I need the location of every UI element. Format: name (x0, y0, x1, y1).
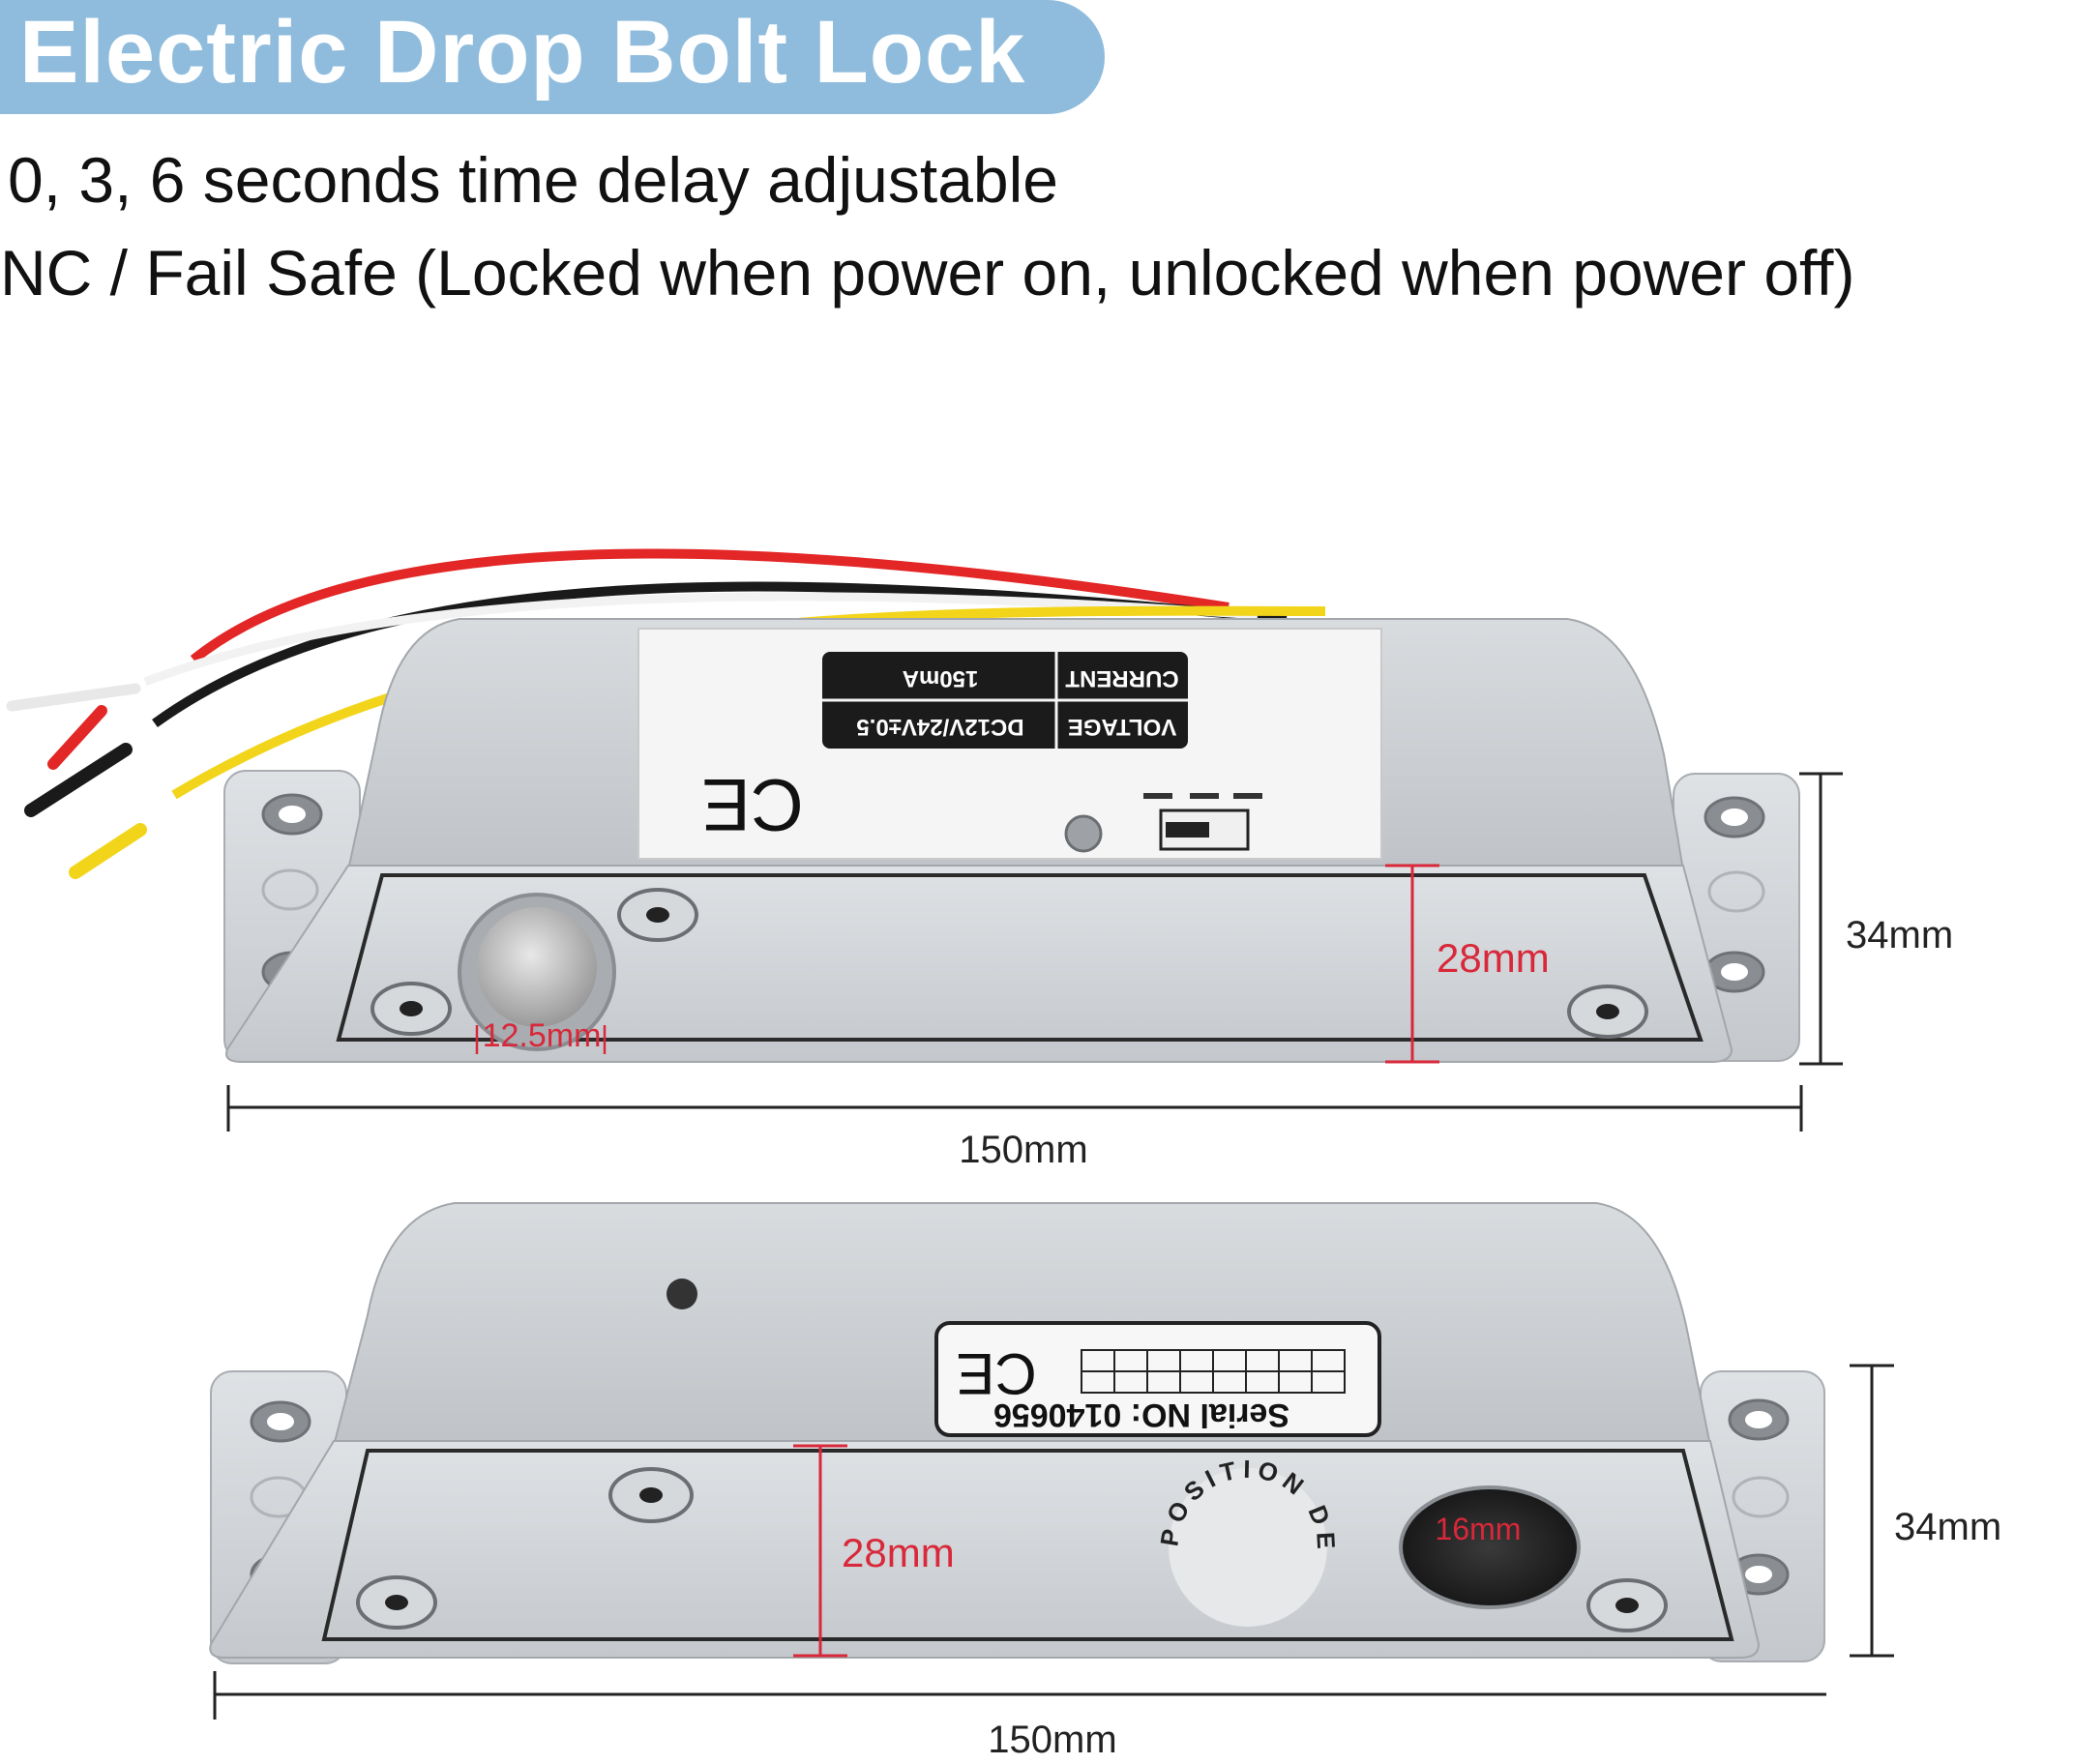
screw-hole (667, 1279, 697, 1309)
position-detector-stamp (1169, 1468, 1327, 1627)
bolt (477, 907, 597, 1027)
bolt-hole (1399, 1485, 1581, 1609)
wires (6, 548, 1326, 879)
ce-mark: CE (701, 763, 804, 845)
screws-bottom (356, 1467, 1668, 1632)
serial-number: Serial NO: 0140656 (993, 1396, 1289, 1433)
body-height-dim-bottom: 28mm (842, 1530, 955, 1575)
feature-fail-safe: NC / Fail Safe (Locked when power on, un… (0, 237, 1855, 309)
bolt-diameter-dim: 12.5mm (483, 1017, 602, 1054)
body-height-dim-top: 28mm (1437, 935, 1550, 981)
overall-height-dim-top: 34mm (1846, 914, 1953, 956)
overall-height-dim-bottom: 34mm (1894, 1506, 2001, 1548)
length-dim-top: 150mm (959, 1129, 1087, 1171)
label-voltage-key: VOLTAGE (1068, 714, 1176, 740)
label-current-key: CURRENT (1065, 665, 1179, 691)
feature-delay: 0, 3, 6 seconds time delay adjustable (8, 144, 1059, 216)
product-title: Electric Drop Bolt Lock (19, 3, 1026, 102)
title-badge: Electric Drop Bolt Lock (0, 0, 1105, 114)
label-voltage-value: DC12V/24V±0.5 (856, 714, 1023, 740)
length-dim-bottom: 150mm (988, 1719, 1116, 1761)
screws (370, 888, 1648, 1039)
led-indicator (1064, 814, 1103, 853)
ce-mark-bottom: CE (956, 1341, 1036, 1406)
lock-body-face-bottom (209, 1440, 1761, 1659)
label-current-value: 150mA (903, 665, 979, 691)
top-lock-view: CURRENT 150mA VOLTAGE DC12V/24V±0.5 CE 1… (6, 548, 1953, 1171)
hole-diameter-dim: 16mm (1436, 1512, 1522, 1546)
